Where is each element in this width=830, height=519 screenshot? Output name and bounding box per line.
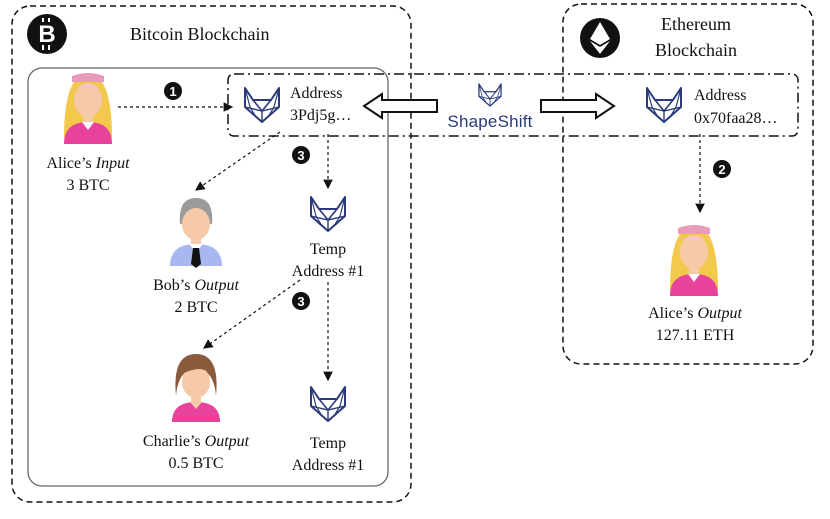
svg-text:2: 2 — [718, 162, 725, 177]
alice-input-avatar — [64, 73, 112, 144]
shapeshift-fox-icon-eth-address — [646, 87, 682, 123]
bitcoin-blockchain-region — [11, 5, 412, 503]
svg-text:1: 1 — [169, 84, 176, 99]
arrow-temp1-to-charlie — [203, 279, 301, 349]
ethereum-blockchain-title-line1: Ethereum — [661, 14, 731, 34]
charlie-output-name: Charlie’s Output — [142, 433, 250, 450]
alice-output-name: Alice’s Output — [648, 305, 742, 322]
shapeshift-fox-icon-btc-address — [244, 87, 280, 123]
step-badge-3a: 3 — [292, 146, 310, 164]
bob-output-amount: 2 BTC — [174, 299, 218, 316]
alice-output-avatar — [670, 225, 718, 296]
bob-output-name: Bob’s Output — [153, 277, 239, 294]
bitcoin-logo-icon: B — [27, 14, 67, 54]
ethereum-logo-icon — [580, 18, 620, 58]
shapeshift-exchange-band — [227, 73, 799, 137]
bob-output-avatar — [170, 198, 222, 268]
alice-input-amount: 3 BTC — [66, 177, 110, 194]
bitcoin-wallet-region — [27, 67, 389, 487]
temp-address-2-line1: Temp — [309, 435, 347, 452]
svg-text:B: B — [38, 21, 55, 48]
bitcoin-blockchain-title: Bitcoin Blockchain — [130, 24, 270, 44]
svg-text:3: 3 — [297, 294, 304, 309]
alice-input-name: Alice’s Input — [46, 155, 130, 172]
shapeshift-label: ShapeShift — [447, 112, 533, 131]
btc-address-label: Address — [290, 85, 343, 102]
shapeshift-fox-icon-temp2 — [310, 386, 346, 422]
alice-output-amount: 127.11 ETH — [655, 327, 735, 344]
temp-address-1-line2: Address #1 — [291, 263, 365, 280]
temp-address-1-line1: Temp — [309, 241, 347, 258]
step-badge-2: 2 — [713, 160, 731, 178]
exchange-arrow-right — [540, 92, 616, 120]
step-badge-3b: 3 — [292, 292, 310, 310]
shapeshift-fox-icon-exchange — [478, 83, 502, 107]
charlie-output-amount: 0.5 BTC — [168, 455, 224, 472]
arrow-btc-address-to-bob — [195, 131, 281, 191]
charlie-output-avatar — [172, 354, 220, 422]
btc-address-value: 3Pdj5g… — [290, 107, 352, 124]
svg-text:3: 3 — [297, 148, 304, 163]
eth-address-label: Address — [694, 87, 747, 104]
ethereum-blockchain-title-line2: Blockchain — [655, 40, 737, 60]
eth-address-value: 0x70faa28… — [694, 110, 778, 127]
shapeshift-fox-icon-temp1 — [310, 196, 346, 232]
exchange-arrow-left — [362, 92, 438, 120]
step-badge-1: 1 — [164, 82, 182, 100]
temp-address-2-line2: Address #1 — [291, 457, 365, 474]
ethereum-blockchain-region — [562, 3, 814, 365]
